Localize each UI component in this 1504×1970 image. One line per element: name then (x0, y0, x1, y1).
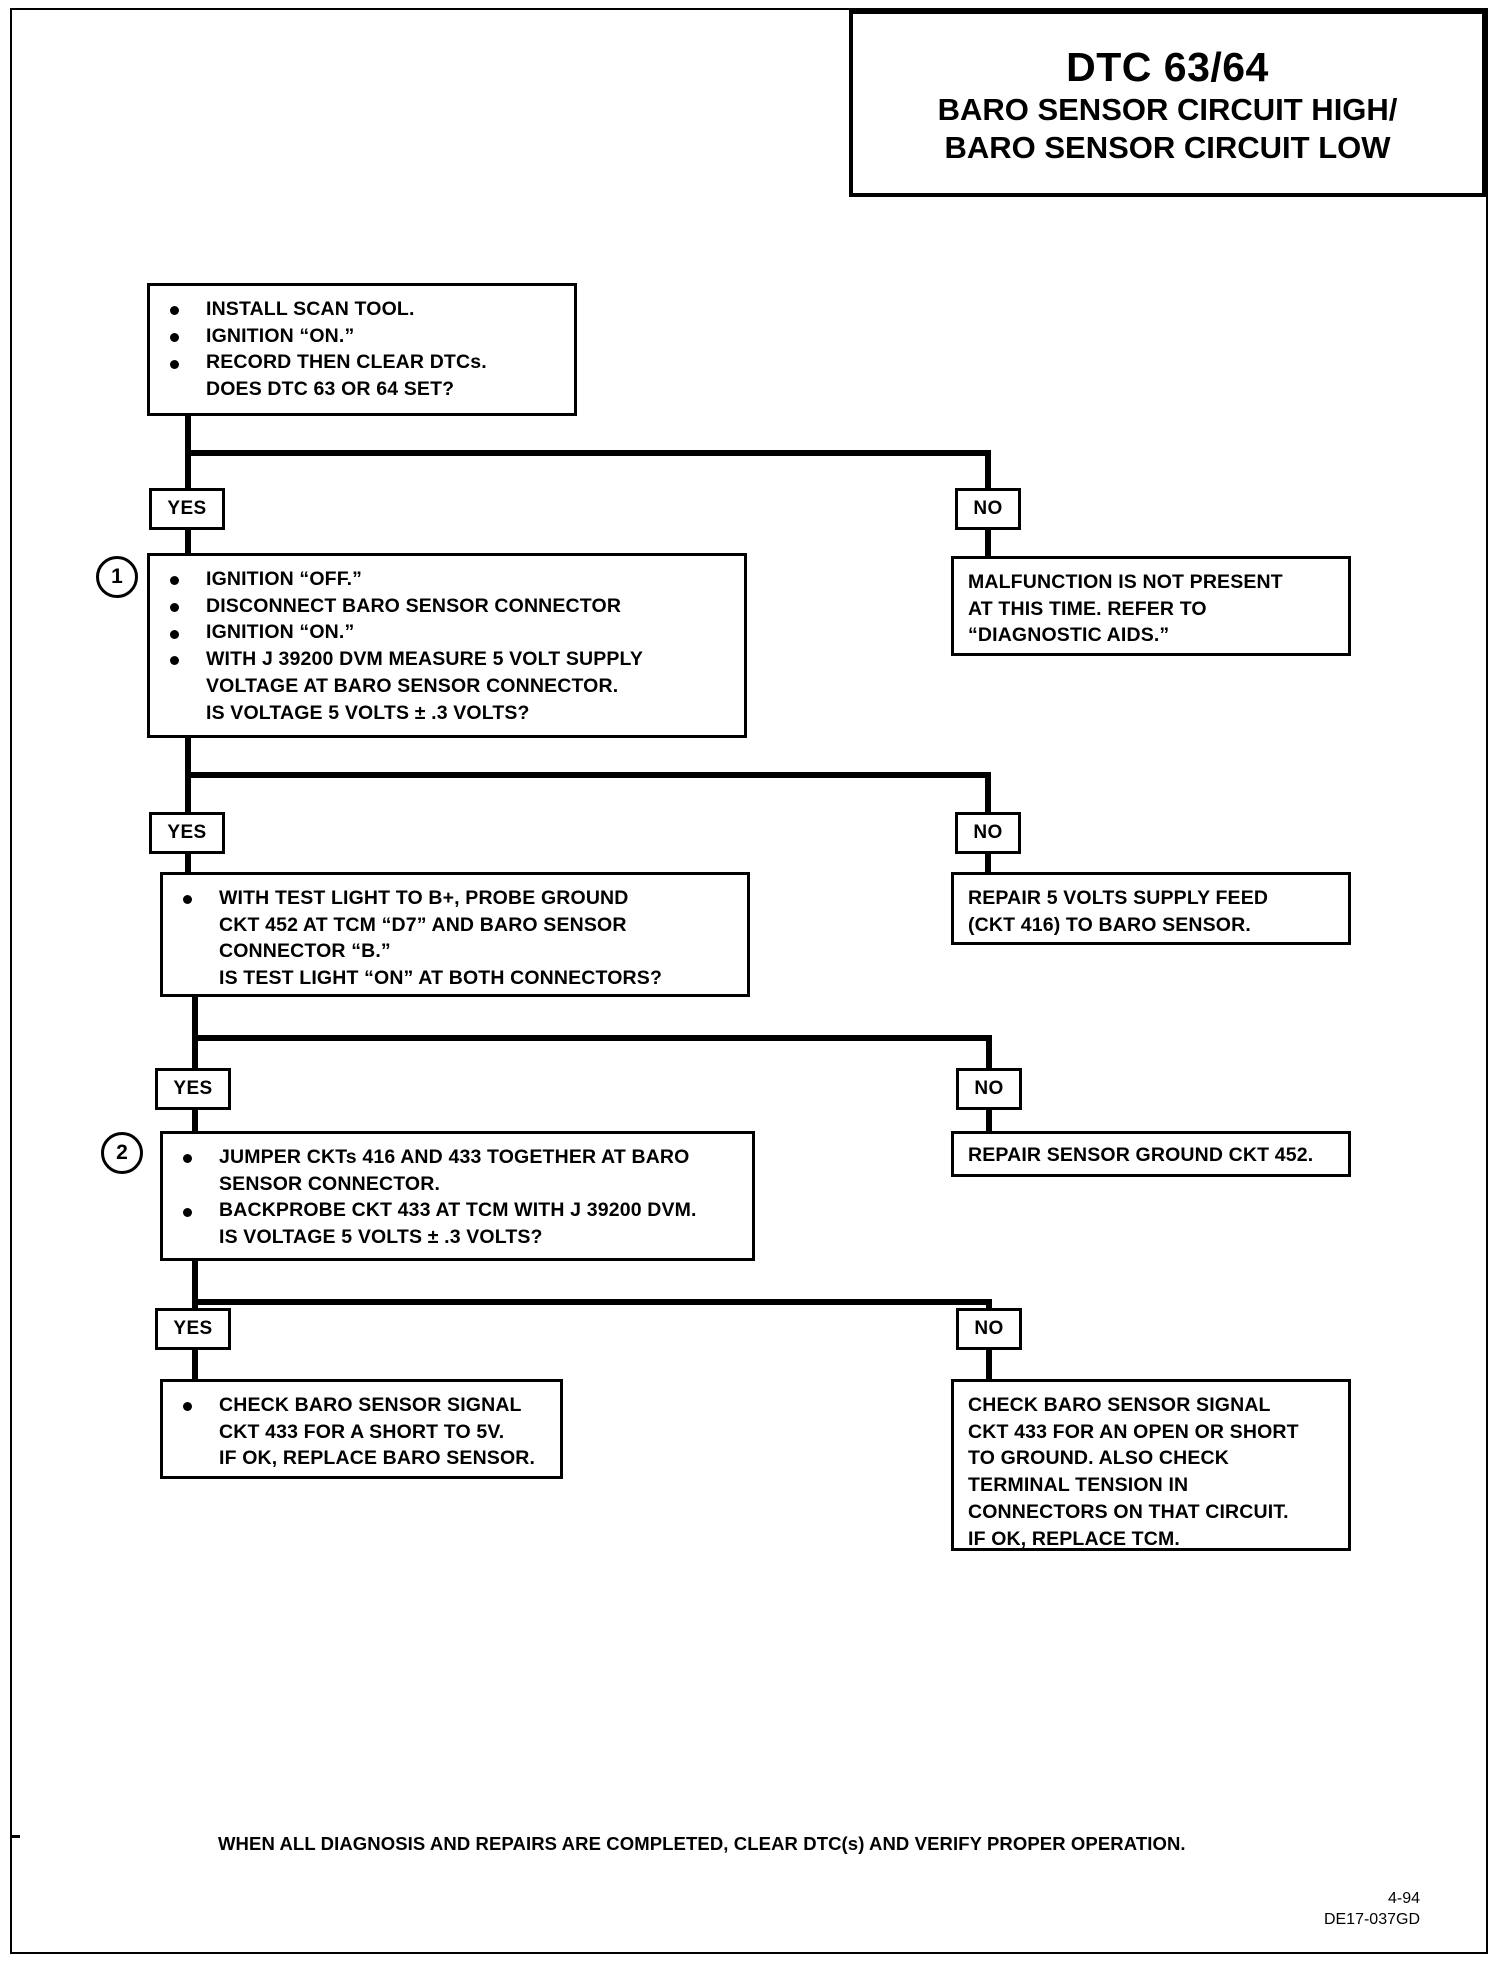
connector-no1-down (985, 528, 991, 558)
connector-step2-horizontal (192, 1299, 992, 1305)
connector-testlight-to-yes (192, 1035, 198, 1071)
step1-line-2: DISCONNECT BARO SENSOR CONNECTOR (164, 593, 732, 620)
connector-step1-to-no (985, 772, 991, 814)
footer-note: WHEN ALL DIAGNOSIS AND REPAIRS ARE COMPL… (218, 1833, 1186, 1854)
title-dtc-code: DTC 63/64 (1066, 44, 1269, 91)
testlight-question: IS TEST LIGHT “ON” AT BOTH CONNECTORS? (219, 967, 663, 990)
malfunction-line-2: AT THIS TIME. REFER TO (968, 597, 1207, 620)
repairfeed-line-2: (CKT 416) TO BARO SENSOR. (968, 913, 1251, 936)
checkopen-line-4: TERMINAL TENSION IN (968, 1474, 1189, 1497)
checkopen-line-1: CHECK BARO SENSOR SIGNAL (968, 1394, 1271, 1416)
connector-yes1-down (185, 528, 191, 555)
testlight-line-1: WITH TEST LIGHT TO B+, PROBE GROUND (177, 885, 735, 912)
box-test-light: WITH TEST LIGHT TO B+, PROBE GROUND CKT … (160, 872, 750, 997)
connector-no2-down (985, 852, 991, 874)
bullet-dot-icon (170, 306, 179, 316)
registration-tick (10, 1835, 20, 1838)
bullet-dot-icon (170, 656, 179, 666)
connector-no4-down (986, 1348, 992, 1381)
connector-testlight-down (192, 997, 198, 1041)
figure-id: DE17-037GD (1323, 1910, 1420, 1928)
connector-testlight-to-no (986, 1035, 992, 1071)
page-number: 4-94 DE17-037GD (1200, 1889, 1420, 1931)
bullet-dot-icon (170, 332, 179, 342)
connector-yes4-down (192, 1348, 198, 1381)
box-step-2: JUMPER CKTs 416 AND 433 TOGETHER AT BARO… (160, 1131, 755, 1261)
connector-start-to-no (985, 450, 991, 490)
branch-no-4: NO (956, 1308, 1022, 1350)
step1-line-1: IGNITION “OFF.” (164, 566, 732, 593)
branch-no-2: NO (955, 812, 1021, 854)
bullet-dot-icon (170, 359, 179, 369)
step2-question: IS VOLTAGE 5 VOLTS ± .3 VOLTS? (219, 1226, 543, 1249)
step-number-1: 1 (96, 556, 138, 598)
box-check-open-or-short-to-ground: CHECK BARO SENSOR SIGNAL CKT 433 FOR AN … (951, 1379, 1351, 1551)
connector-start-down (185, 416, 191, 454)
bullet-dot-icon (170, 629, 179, 639)
box-start: INSTALL SCAN TOOL. IGNITION “ON.” RECORD… (147, 283, 577, 416)
repairground-line-1: REPAIR SENSOR GROUND CKT 452. (968, 1144, 1314, 1166)
box-malfunction-not-present: MALFUNCTION IS NOT PRESENT AT THIS TIME.… (951, 556, 1351, 656)
malfunction-line-3: “DIAGNOSTIC AIDS.” (968, 624, 1170, 647)
box-repair-supply-feed: REPAIR 5 VOLTS SUPPLY FEED (CKT 416) TO … (951, 872, 1351, 945)
box-step-1: IGNITION “OFF.” DISCONNECT BARO SENSOR C… (147, 553, 747, 738)
start-question: DOES DTC 63 OR 64 SET? (206, 378, 455, 401)
checkopen-line-5: CONNECTORS ON THAT CIRCUIT. (968, 1500, 1289, 1523)
bullet-dot-icon (183, 1154, 192, 1164)
branch-yes-3: YES (155, 1068, 231, 1110)
step-number-2: 2 (101, 1132, 143, 1174)
box-repair-sensor-ground: REPAIR SENSOR GROUND CKT 452. (951, 1131, 1351, 1177)
connector-step1-down (185, 738, 191, 778)
bullet-dot-icon (183, 1207, 192, 1217)
branch-no-1: NO (955, 488, 1021, 530)
step2-line-2: SENSOR CONNECTOR. (219, 1172, 441, 1195)
page-number-value: 4-94 (1387, 1890, 1420, 1907)
bullet-dot-icon (170, 576, 179, 586)
step2-line-3: BACKPROBE CKT 433 AT TCM WITH J 39200 DV… (177, 1197, 740, 1224)
checkopen-line-3: TO GROUND. ALSO CHECK (968, 1447, 1229, 1470)
step1-line-3: IGNITION “ON.” (164, 619, 732, 646)
branch-no-3: NO (956, 1068, 1022, 1110)
repairfeed-line-1: REPAIR 5 VOLTS SUPPLY FEED (968, 887, 1269, 909)
connector-yes3-down (192, 1108, 198, 1133)
step2-line-1: JUMPER CKTs 416 AND 433 TOGETHER AT BARO (177, 1144, 740, 1171)
checkshort-line-1: CHECK BARO SENSOR SIGNAL (177, 1392, 548, 1419)
bullet-dot-icon (183, 1402, 192, 1412)
checkshort-line-3: IF OK, REPLACE BARO SENSOR. (219, 1447, 536, 1470)
box-check-short-to-5v: CHECK BARO SENSOR SIGNAL CKT 433 FOR A S… (160, 1379, 563, 1479)
connector-yes2-down (185, 852, 191, 874)
connector-no3-down (986, 1108, 992, 1131)
connector-start-horizontal (185, 450, 991, 456)
connector-testlight-horizontal (192, 1035, 992, 1041)
checkopen-line-2: CKT 433 FOR AN OPEN OR SHORT (968, 1420, 1299, 1443)
branch-yes-2: YES (149, 812, 225, 854)
branch-yes-1: YES (149, 488, 225, 530)
step1-line-5: VOLTAGE AT BARO SENSOR CONNECTOR. (206, 674, 619, 697)
bullet-dot-icon (183, 895, 192, 905)
branch-yes-4: YES (155, 1308, 231, 1350)
title-subtitle-line1: BARO SENSOR CIRCUIT HIGH/ (937, 92, 1398, 128)
malfunction-line-1: MALFUNCTION IS NOT PRESENT (968, 571, 1283, 593)
start-line-1: INSTALL SCAN TOOL. (164, 296, 562, 323)
testlight-line-3: CONNECTOR “B.” (219, 940, 391, 963)
step1-question: IS VOLTAGE 5 VOLTS ± .3 VOLTS? (206, 701, 530, 724)
connector-step1-horizontal (185, 772, 991, 778)
connector-step1-to-yes (185, 772, 191, 814)
bullet-dot-icon (170, 602, 179, 612)
connector-step2-down (192, 1261, 198, 1305)
checkopen-line-6: IF OK, REPLACE TCM. (968, 1527, 1180, 1550)
start-line-2: IGNITION “ON.” (164, 323, 562, 350)
checkshort-line-2: CKT 433 FOR A SHORT TO 5V. (219, 1420, 505, 1443)
page-border (10, 8, 1488, 1954)
connector-start-to-yes (185, 450, 191, 490)
title-subtitle-line2: BARO SENSOR CIRCUIT LOW (944, 130, 1391, 166)
step1-line-4: WITH J 39200 DVM MEASURE 5 VOLT SUPPLY (164, 646, 732, 673)
testlight-line-2: CKT 452 AT TCM “D7” AND BARO SENSOR (219, 913, 627, 936)
title-block: DTC 63/64 BARO SENSOR CIRCUIT HIGH/ BARO… (849, 10, 1486, 197)
start-line-3: RECORD THEN CLEAR DTCs. (164, 349, 562, 376)
